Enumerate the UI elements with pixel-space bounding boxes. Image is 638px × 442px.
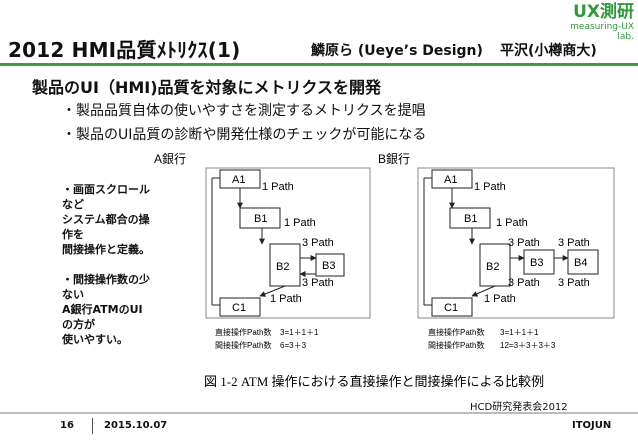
slide-title: 2012 HMI品質ﾒﾄﾘｸｽ(1) [8, 38, 241, 62]
box-a-c1 [219, 297, 261, 317]
atm-comparison-figure: A銀行 A1 1 Path B1 1 Path B2 3 Path B3 3 P… [154, 152, 615, 389]
bank-b-label: B銀行 [378, 152, 410, 166]
b-direct-label: 直接操作Path数 [428, 327, 484, 337]
box-a-b1 [239, 207, 281, 229]
note-line [62, 257, 152, 272]
headline: 製品のUI（HMI)品質を対象にメトリクスを開発 [32, 78, 382, 97]
note-line: ・間接操作数の少ない [62, 273, 150, 301]
path-label-b-7: 1 Path [484, 293, 516, 305]
path-label-b-4: 3 Path [558, 237, 590, 249]
footer-separator [92, 418, 93, 434]
figure-caption: 図 1-2 ATM 操作における直接操作と間接操作による比較例 [204, 374, 544, 389]
path-label-b-6: 3 Path [558, 277, 590, 289]
footer-divider [0, 412, 638, 414]
bank-a-label: A銀行 [154, 152, 186, 166]
box-b-b3 [523, 249, 555, 275]
author-affiliation: 平沢(小樽商大) [500, 43, 597, 59]
a-direct-label: 直接操作Path数 [215, 327, 271, 337]
box-a-b3 [315, 253, 345, 277]
logo-sub-text: measuring-UX lab. [570, 22, 634, 42]
ux-lab-logo: UX測研 measuring-UX lab. [560, 2, 634, 43]
header-divider [0, 63, 638, 66]
box-b-b4 [567, 249, 599, 275]
note-line: システム都合の操作を [62, 213, 150, 241]
b-indirect-label: 間接操作Path数 [428, 340, 484, 350]
conference-label: HCD研究発表会2012 [470, 402, 568, 413]
box-b-c1 [431, 297, 473, 317]
a-indirect-value: 6=3＋3 [280, 341, 307, 350]
path-label-a-4: 3 Path [302, 277, 334, 289]
box-a-b3-label: B3 [322, 260, 335, 272]
path-label-b-2: 1 Path [496, 217, 528, 229]
a-direct-value: 3=1＋1＋1 [280, 328, 319, 337]
bullet-2: ・製品のUI品質の診断や開発仕様のチェックが可能になる [62, 127, 427, 143]
b-indirect-value: 12=3＋3＋3＋3 [500, 341, 556, 350]
box-b-c1-label: C1 [444, 302, 458, 314]
box-a-b1-label: B1 [254, 213, 267, 225]
box-b-b1-label: B1 [464, 213, 477, 225]
footer-date: 2015.10.07 [104, 420, 168, 431]
side-note: ・画面スクロールなど システム都合の操作を 間接操作と定義。 ・間接操作数の少な… [62, 182, 152, 347]
box-b-b4-label: B4 [574, 257, 587, 269]
path-label-a-3: 3 Path [302, 237, 334, 249]
path-label-b-3: 3 Path [508, 237, 540, 249]
box-a-c1-label: C1 [232, 302, 246, 314]
box-b-a1-label: A1 [444, 174, 457, 186]
note-line: 使いやすい。 [62, 333, 128, 346]
path-label-a-5: 1 Path [270, 293, 302, 305]
box-b-b2-label: B2 [486, 261, 499, 273]
bank-b-frame [417, 167, 615, 319]
box-b-b1 [449, 207, 491, 229]
box-b-b3-label: B3 [530, 257, 543, 269]
box-a1-label: A1 [232, 174, 245, 186]
authors-text: 鱗原ら (Ueye’s Design) [311, 43, 483, 59]
bank-a-frame [205, 167, 371, 319]
path-label-a-1: 1 Path [262, 181, 294, 193]
note-line: ・画面スクロールなど [62, 183, 150, 211]
b-direct-value: 3=1＋1＋1 [500, 328, 539, 337]
page-number: 16 [60, 420, 74, 431]
footer-author: ITOJUN [572, 420, 612, 431]
note-line: A銀行ATMのUIの方が [62, 303, 143, 331]
note-line: 間接操作と定義。 [62, 243, 150, 256]
path-label-a-2: 1 Path [284, 217, 316, 229]
bullet-1: ・製品品質自体の使いやすさを測定するメトリクスを提唱 [62, 103, 426, 119]
box-a-b2-label: B2 [276, 261, 289, 273]
path-label-b-5: 3 Path [508, 277, 540, 289]
logo-main-text: UX測研 [573, 2, 634, 22]
a-indirect-label: 間接操作Path数 [215, 340, 271, 350]
path-label-b-1: 1 Path [474, 181, 506, 193]
